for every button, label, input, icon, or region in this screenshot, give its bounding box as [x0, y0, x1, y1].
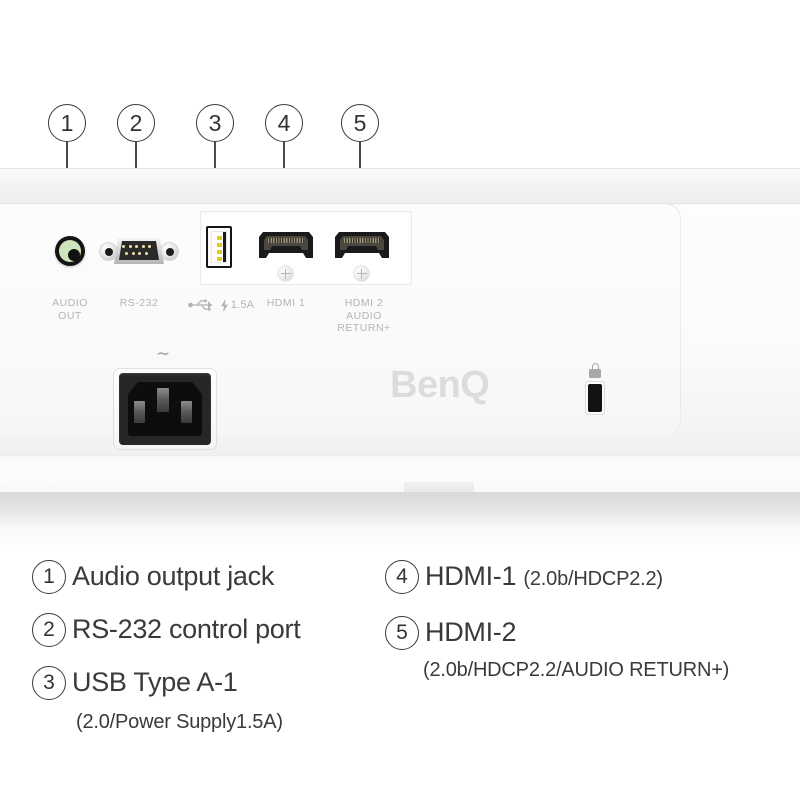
legend-item-5-title: HDMI-2 — [425, 617, 517, 647]
audio-jack-green-ring — [59, 240, 81, 262]
legend-item-5-subtitle: (2.0b/HDCP2.2/AUDIO RETURN+) — [423, 659, 730, 681]
callout-2-circle: 2 — [117, 104, 155, 142]
legend-item-1-title: Audio output jack — [72, 561, 275, 591]
legend-item-3: 3 USB Type A-1 — [32, 662, 382, 702]
callout-3: 3 — [196, 104, 236, 257]
projector-top-bezel — [0, 168, 800, 205]
legend-item-4-number: 4 — [385, 560, 419, 594]
audio-jack-hole — [68, 249, 80, 261]
callout-1: 1 — [48, 104, 88, 265]
usb-port-label-row: 1.5A — [183, 298, 259, 312]
benq-logo: BenQ — [390, 364, 490, 406]
legend-item-2-title: RS-232 control port — [72, 614, 301, 644]
audio-out-label: AUDIO OUT — [40, 297, 100, 322]
ac-pin-neutral — [181, 401, 192, 423]
hdmi-2-tongue — [344, 237, 380, 243]
padlock-shackle — [591, 363, 599, 370]
padlock-body — [589, 368, 601, 378]
legend-item-3-number: 3 — [32, 666, 66, 700]
legend-item-4: 4 HDMI-1 (2.0b/HDCP2.2) — [385, 556, 785, 599]
callout-3-circle: 3 — [196, 104, 234, 142]
usb-current-label: 1.5A — [230, 299, 255, 311]
hdmi-1-tongue — [268, 237, 304, 243]
callout-5-circle: 5 — [341, 104, 379, 142]
usb-contact-2 — [216, 243, 222, 247]
callout-5: 5 — [341, 104, 381, 257]
usb-tongue — [212, 232, 226, 262]
hdmi-2-label: HDMI 2 AUDIO RETURN+ — [327, 297, 401, 335]
usb-contact-1 — [216, 236, 222, 240]
usb-icon — [187, 299, 212, 311]
callout-4-circle: 4 — [265, 104, 303, 142]
dsub-screw-right-hole — [165, 247, 174, 256]
padlock-icon — [588, 363, 602, 379]
hdmi-2-label-line3: RETURN+ — [337, 322, 391, 334]
hdmi-2-port[interactable] — [335, 232, 389, 258]
ac-power-icon: ∼ — [155, 344, 171, 363]
legend-item-2: 2 RS-232 control port — [32, 609, 382, 649]
usb-contact-4 — [216, 257, 222, 261]
legend-item-4-subtitle: (2.0b/HDCP2.2) — [523, 568, 663, 590]
surface-shadow — [0, 492, 800, 532]
projector-bottom-lip — [0, 455, 800, 494]
legend-item-3-title: USB Type A-1 — [72, 667, 238, 697]
audio-output-jack[interactable] — [55, 236, 85, 266]
legend-item-1: 1 Audio output jack — [32, 556, 382, 596]
callout-1-circle: 1 — [48, 104, 86, 142]
legend-item-2-number: 2 — [32, 613, 66, 647]
hdmi-2-label-line1: HDMI 2 — [344, 297, 384, 309]
hdmi-2-screw — [354, 266, 369, 281]
rs-232-label: RS-232 — [119, 297, 159, 309]
usb-type-a-port[interactable] — [206, 226, 232, 268]
legend-item-4-title-wrap: HDMI-1 (2.0b/HDCP2.2) — [419, 556, 785, 599]
legend: 1 Audio output jack 2 RS-232 control por… — [0, 548, 800, 800]
callout-4: 4 — [265, 104, 305, 257]
hdmi-1-port[interactable] — [259, 232, 313, 258]
audio-out-label-line2: OUT — [58, 309, 82, 322]
hdmi-2-label-line2: AUDIO — [346, 309, 382, 322]
hdmi-1-screw — [278, 266, 293, 281]
ac-pin-ground — [157, 388, 169, 412]
dsub-screw-left — [100, 243, 117, 260]
legend-left-column: 1 Audio output jack 2 RS-232 control por… — [32, 548, 382, 738]
dsub-pins — [122, 245, 156, 257]
kensington-lock-slot[interactable] — [588, 384, 602, 412]
legend-item-5: 5 HDMI-2 — [385, 612, 785, 652]
legend-item-3-subtitle: (2.0/Power Supply1.5A) — [76, 711, 283, 733]
ac-pin-live — [134, 401, 145, 423]
legend-item-4-title: HDMI-1 — [425, 561, 517, 591]
dsub-screw-right — [161, 243, 178, 260]
hdmi-1-label: HDMI 1 — [266, 297, 306, 309]
legend-item-1-number: 1 — [32, 560, 66, 594]
lightning-icon — [220, 298, 228, 312]
surface-shadow-fade — [0, 528, 800, 554]
legend-item-5-number: 5 — [385, 616, 419, 650]
audio-out-label-line1: AUDIO — [52, 297, 88, 309]
dsub-screw-left-hole — [104, 247, 113, 256]
rs-232-port[interactable] — [100, 236, 178, 266]
usb-contact-3 — [216, 250, 222, 254]
callout-2: 2 — [117, 104, 157, 265]
legend-right-column: 4 HDMI-1 (2.0b/HDCP2.2) 5 HDMI-2 (2.0b/H… — [385, 548, 785, 686]
